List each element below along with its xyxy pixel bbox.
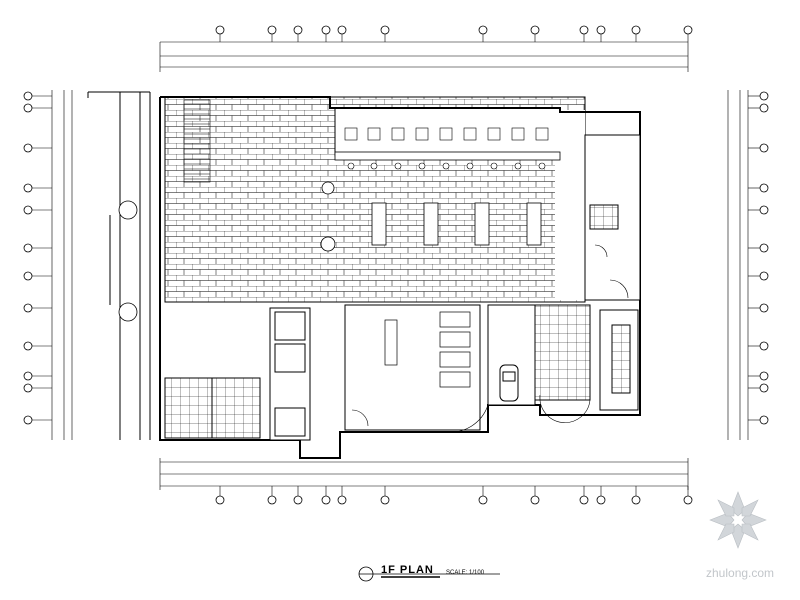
chair bbox=[490, 162, 498, 170]
chair bbox=[442, 162, 450, 170]
axis-bubble bbox=[759, 103, 769, 113]
car-symbol bbox=[499, 364, 519, 402]
bank-counter bbox=[334, 151, 561, 246]
axis-bubble bbox=[596, 25, 606, 35]
axis-bubble bbox=[23, 341, 33, 351]
axis-bubble bbox=[759, 383, 769, 393]
door-swings bbox=[351, 244, 629, 433]
axis-bubble bbox=[23, 271, 33, 281]
title-marker bbox=[358, 566, 500, 582]
axis-bubble bbox=[596, 495, 606, 505]
axis-bubble bbox=[215, 495, 225, 505]
axis-markers-top bbox=[215, 25, 693, 42]
axis-bubble bbox=[759, 371, 769, 381]
chair bbox=[370, 162, 378, 170]
teller-desk bbox=[463, 127, 477, 141]
teller-desk bbox=[535, 127, 549, 141]
axis-bubble bbox=[23, 205, 33, 215]
axis-bubble bbox=[631, 25, 641, 35]
teller-desk bbox=[511, 127, 525, 141]
lower-rooms bbox=[164, 134, 641, 441]
axis-bubble bbox=[23, 103, 33, 113]
axis-bubble bbox=[683, 495, 693, 505]
axis-bubble bbox=[759, 205, 769, 215]
axis-bubble bbox=[23, 243, 33, 253]
teller-desk bbox=[344, 127, 358, 141]
axis-bubble bbox=[759, 91, 769, 101]
axis-markers-left bbox=[23, 91, 52, 425]
chair bbox=[394, 162, 402, 170]
axis-bubble bbox=[759, 341, 769, 351]
axis-bubble bbox=[579, 25, 589, 35]
teller-desk bbox=[439, 127, 453, 141]
axis-bubble bbox=[267, 25, 277, 35]
axis-bubble bbox=[631, 495, 641, 505]
axis-bubble bbox=[23, 183, 33, 193]
axis-bubble bbox=[23, 91, 33, 101]
axis-bubble bbox=[683, 25, 693, 35]
chair bbox=[418, 162, 426, 170]
axis-bubble bbox=[759, 243, 769, 253]
axis-bubble bbox=[215, 25, 225, 35]
axis-bubble bbox=[478, 495, 488, 505]
teller-desk bbox=[487, 127, 501, 141]
axis-bubble bbox=[321, 495, 331, 505]
chair bbox=[466, 162, 474, 170]
axis-bubble bbox=[380, 25, 390, 35]
axis-bubble bbox=[23, 143, 33, 153]
axis-bubble bbox=[759, 303, 769, 313]
axis-bubble bbox=[759, 415, 769, 425]
watermark-text: zhulong.com bbox=[706, 566, 775, 580]
axis-bubble bbox=[267, 495, 277, 505]
axis-markers-bottom bbox=[215, 486, 693, 505]
teller-desk bbox=[391, 127, 405, 141]
teller-desk bbox=[415, 127, 429, 141]
axis-bubble bbox=[293, 25, 303, 35]
axis-bubble bbox=[23, 371, 33, 381]
plan-title: 1F PLAN bbox=[381, 564, 434, 576]
axis-bubble bbox=[530, 495, 540, 505]
axis-bubble bbox=[23, 415, 33, 425]
teller-desk bbox=[367, 127, 381, 141]
dimension-lines bbox=[51, 41, 749, 490]
entrance-doors bbox=[118, 181, 336, 322]
axis-bubble bbox=[759, 183, 769, 193]
axis-bubble bbox=[321, 25, 331, 35]
restroom-stalls bbox=[384, 311, 471, 388]
axis-bubble bbox=[23, 383, 33, 393]
axis-bubble bbox=[337, 25, 347, 35]
exterior-walls bbox=[87, 91, 641, 459]
axis-bubble bbox=[23, 303, 33, 313]
axis-bubble bbox=[759, 271, 769, 281]
axis-bubble bbox=[759, 143, 769, 153]
axis-markers-right bbox=[748, 91, 769, 425]
axis-bubble bbox=[337, 495, 347, 505]
axis-bubble bbox=[579, 495, 589, 505]
zhulong-flower-logo-icon bbox=[709, 491, 767, 549]
chair bbox=[347, 162, 355, 170]
stair-upper-left bbox=[183, 99, 211, 183]
teller-desks bbox=[344, 127, 549, 170]
chair bbox=[514, 162, 522, 170]
axis-bubble bbox=[380, 495, 390, 505]
axis-bubble bbox=[530, 25, 540, 35]
chair bbox=[538, 162, 546, 170]
axis-bubble bbox=[293, 495, 303, 505]
axis-bubble bbox=[478, 25, 488, 35]
plan-scale-note: SCALE: 1/100 bbox=[446, 570, 485, 576]
